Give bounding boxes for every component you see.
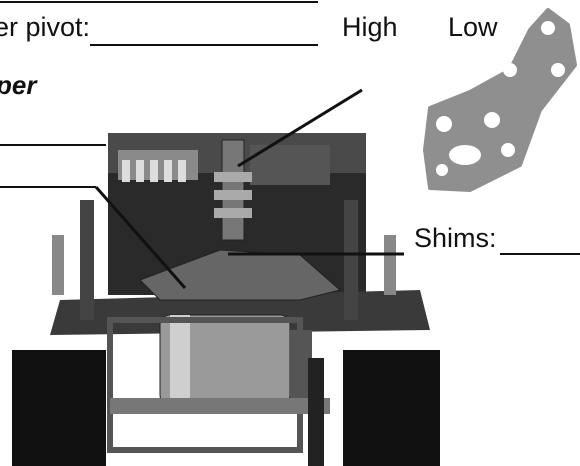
right-wheel [343, 350, 440, 466]
left-wheel [12, 350, 106, 466]
pivot-label: er pivot: [0, 12, 91, 42]
shock-spring-1 [214, 172, 252, 182]
left-post [52, 235, 64, 295]
motor-highlight [170, 315, 190, 405]
shock-spring-3 [214, 208, 252, 218]
axle [110, 398, 330, 414]
right-post [384, 235, 396, 295]
rear-frame [107, 317, 303, 453]
upper-label: per [0, 70, 37, 100]
shock-spring-2 [214, 190, 252, 200]
pivot-bracket-illustration [423, 8, 577, 192]
spur-gear [308, 358, 324, 466]
high-label: High [342, 12, 398, 42]
connector-pins [122, 160, 186, 182]
right-upright [344, 200, 358, 320]
lower-arm [50, 290, 430, 335]
upper-link [139, 249, 342, 301]
leader-left [94, 186, 187, 289]
left-upright [80, 200, 94, 320]
low-label: Low [448, 12, 498, 42]
shims-label: Shims: [414, 223, 497, 253]
leader-high [237, 88, 363, 168]
